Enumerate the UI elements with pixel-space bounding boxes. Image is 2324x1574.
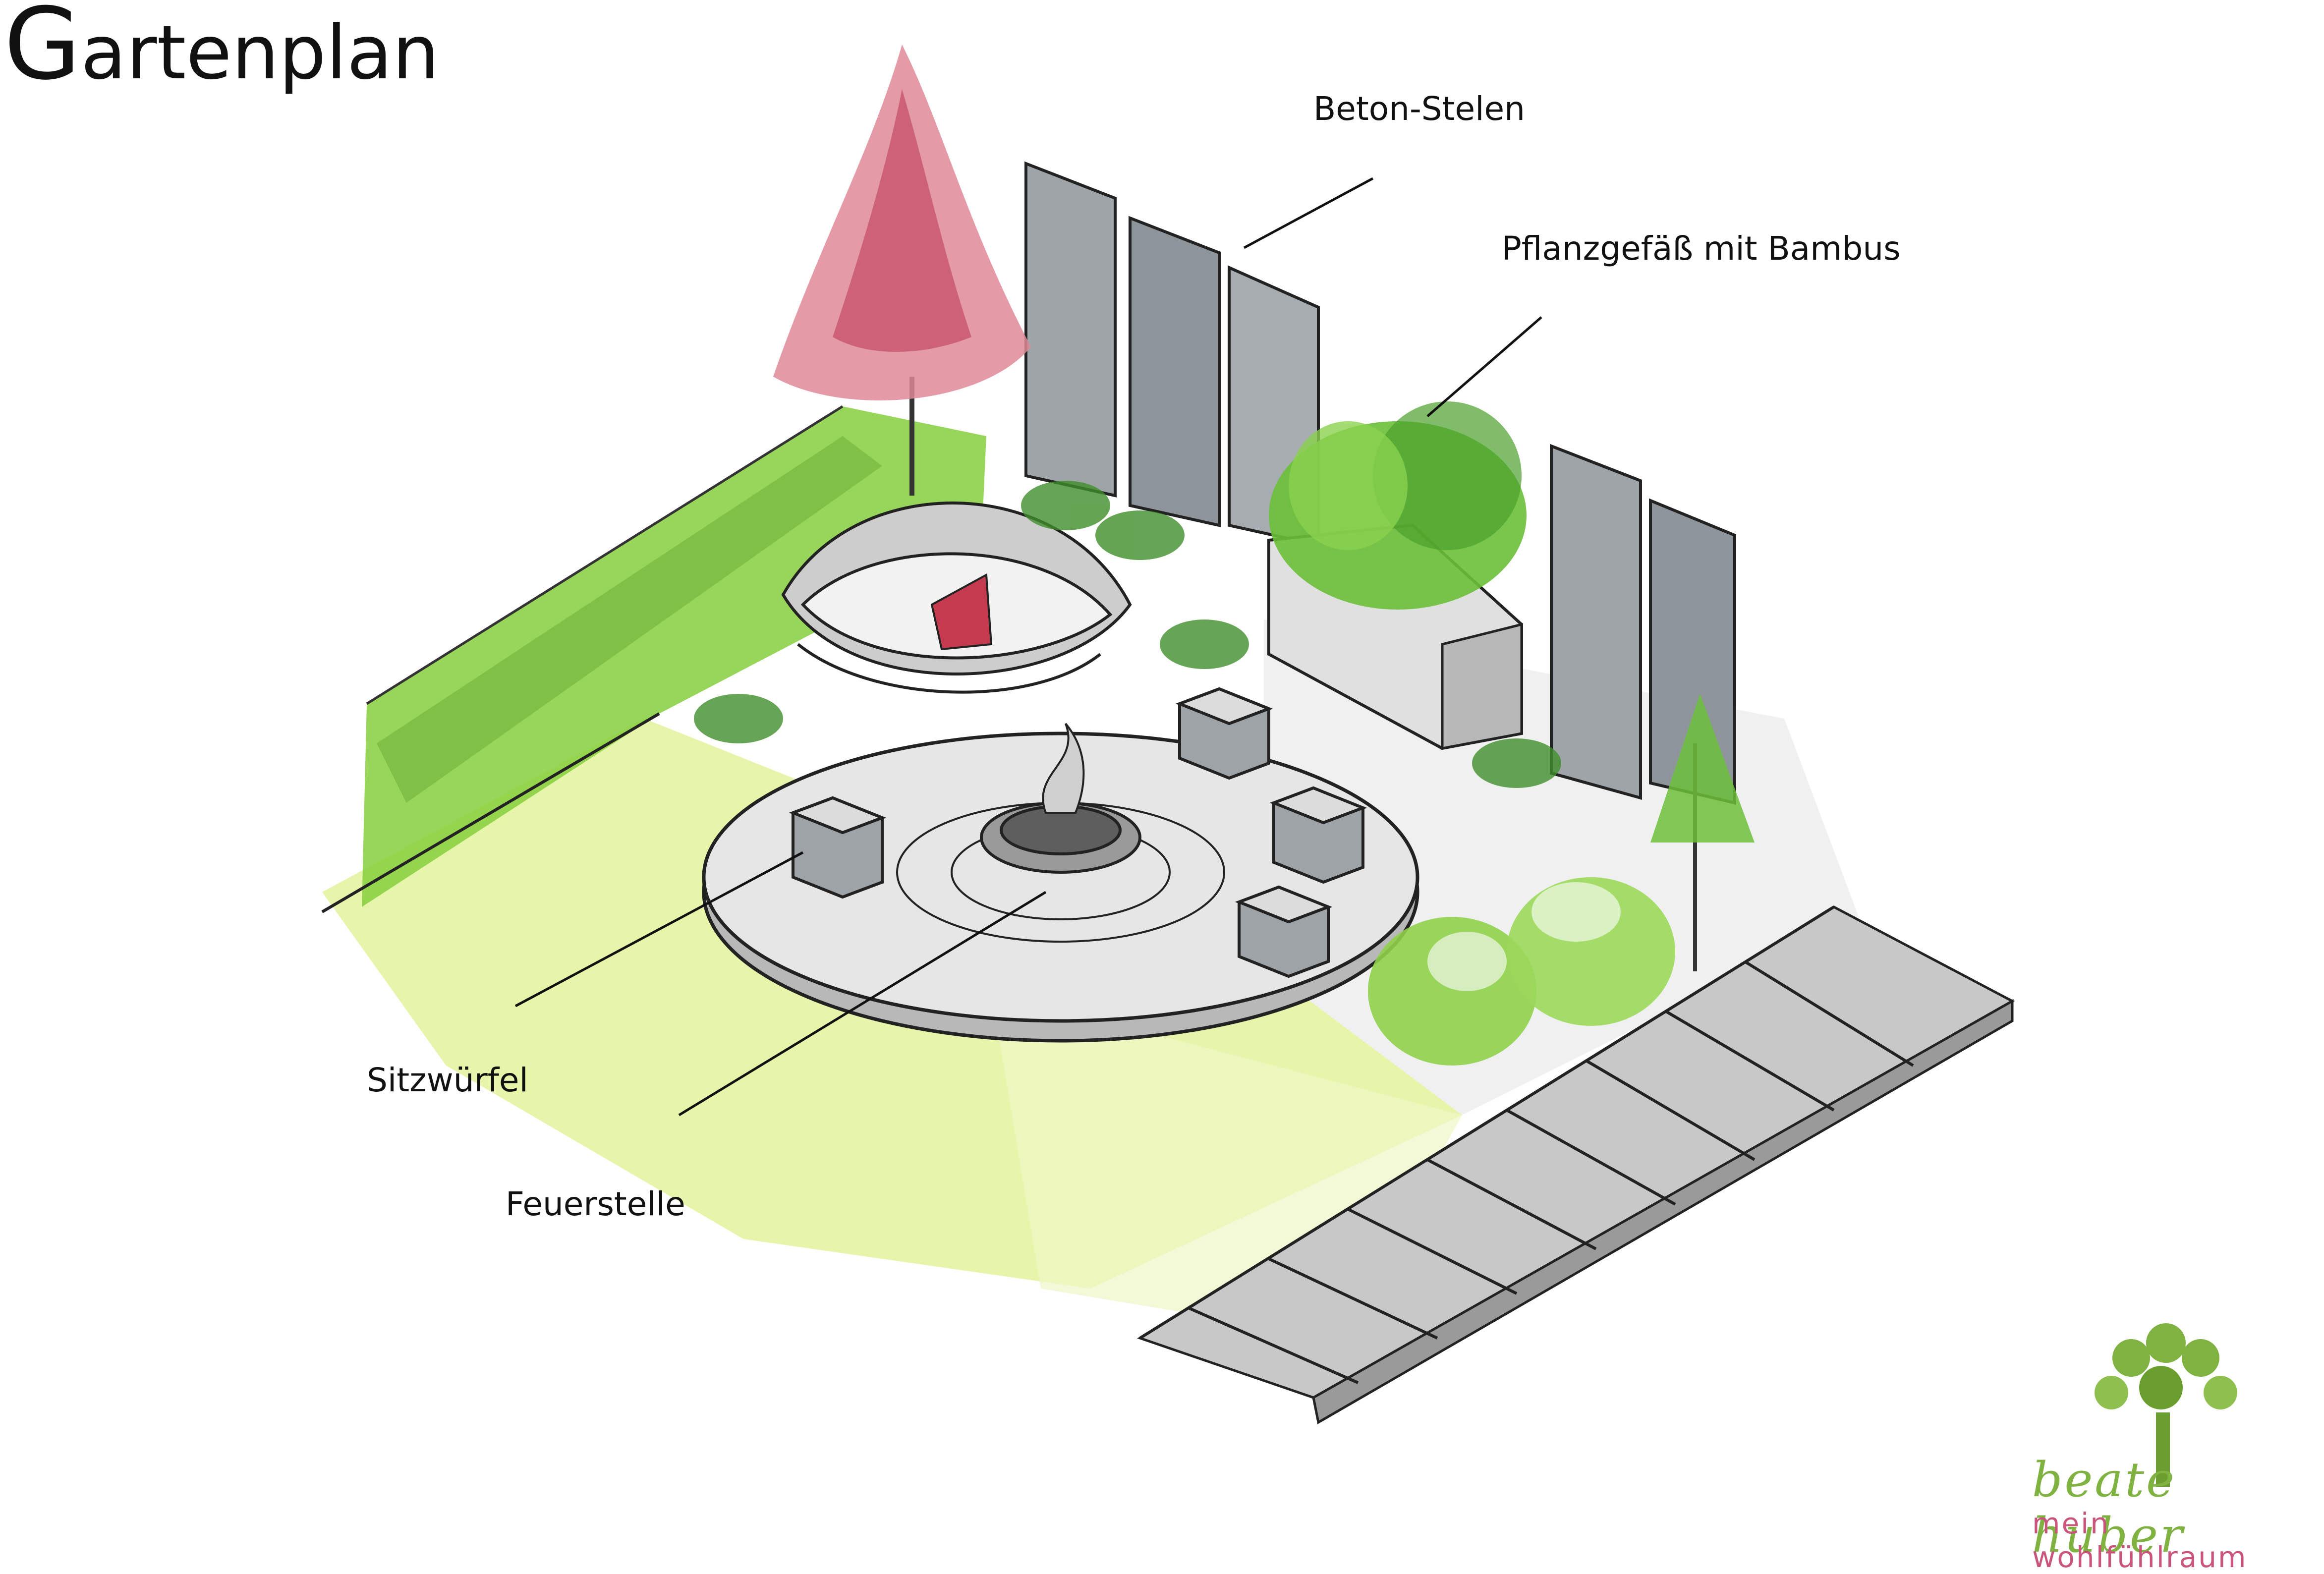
logo-name: beate huber [2032, 1452, 2185, 1563]
page-title: Gartenplan [4, 0, 440, 98]
logo-tagline: mein wohlfühlraum [2032, 1507, 2248, 1574]
hedge-shade [377, 436, 882, 803]
label-beton-stelen: Beton-Stelen [1313, 90, 1525, 128]
leader-beton-stelen [1243, 177, 1374, 249]
label-feuerstelle: Feuerstelle [506, 1185, 685, 1223]
pflanzgefaess [1267, 401, 1527, 750]
round-shrubs [1368, 877, 1675, 1066]
feuerstelle [980, 723, 1141, 874]
hanging-seat [781, 502, 1132, 694]
sitzwuerfel [789, 687, 1367, 978]
leader-feuerstelle [678, 891, 1047, 1117]
paving-joints [1139, 905, 1914, 1384]
leader-pflanzgefaess [1426, 316, 1542, 417]
logo-tree-icon [2095, 1323, 2237, 1487]
small-pine [1650, 694, 1755, 971]
red-tree [773, 45, 1031, 496]
beton-stelen [1024, 161, 1736, 805]
leader-sitzwuerfel [514, 851, 804, 1008]
label-pflanzgefaess: Pflanzgefäß mit Bambus [1502, 229, 1901, 268]
label-sitzwuerfel: Sitzwürfel [367, 1061, 528, 1099]
title-initial: G [4, 0, 81, 102]
hedge-top-edge [366, 405, 844, 705]
leader-lines [514, 177, 1542, 1117]
hedge [362, 406, 986, 907]
paving-stones [1137, 905, 2015, 1424]
grasses [694, 481, 1561, 788]
hedge-edge [321, 712, 660, 913]
title-rest: artenplan [80, 10, 440, 96]
